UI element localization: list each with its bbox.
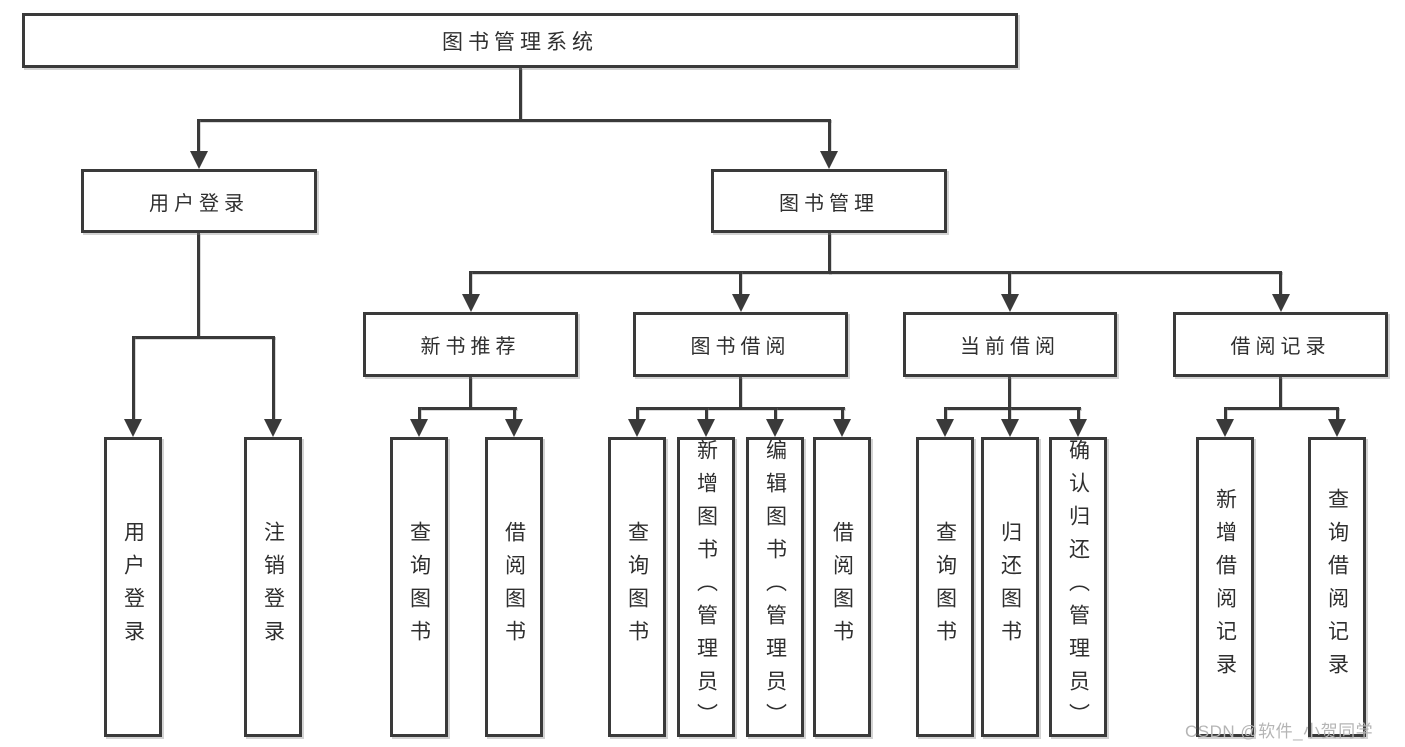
connector-line: [739, 377, 742, 409]
connector-line: [841, 407, 844, 421]
leaf-query-borrow-record: 查询借阅记录: [1308, 437, 1366, 737]
arrowhead-icon: [1272, 294, 1290, 312]
node-current-borrow: 当前借阅: [903, 312, 1117, 377]
node-root: 图书管理系统: [22, 13, 1018, 68]
connector-line: [1008, 271, 1011, 296]
connector-line: [944, 407, 947, 421]
arrowhead-icon: [264, 419, 282, 437]
leaf-query-books-current: 查询图书: [916, 437, 974, 737]
arrowhead-icon: [462, 294, 480, 312]
csdn-watermark: CSDN @软件_小贺同学: [1185, 722, 1374, 741]
arrowhead-icon: [1328, 419, 1346, 437]
connector-line: [828, 233, 831, 274]
arrowhead-icon: [1001, 419, 1019, 437]
leaf-edit-book-admin: 编辑图书（管理员）: [746, 437, 804, 737]
arrowhead-icon: [628, 419, 646, 437]
connector-line: [418, 407, 421, 421]
arrowhead-icon: [505, 419, 523, 437]
connector-line: [1224, 407, 1227, 421]
connector-line: [944, 407, 1081, 410]
connector-line: [636, 407, 639, 421]
leaf-query-books-borrow: 查询图书: [608, 437, 666, 737]
connector-line: [1008, 407, 1011, 421]
leaf-confirm-return-admin: 确认归还（管理员）: [1049, 437, 1107, 737]
arrowhead-icon: [410, 419, 428, 437]
arrowhead-icon: [1216, 419, 1234, 437]
connector-line: [469, 271, 472, 296]
connector-line: [1008, 377, 1011, 409]
connector-line: [469, 271, 1282, 274]
connector-line: [1279, 377, 1282, 409]
leaf-add-borrow-record: 新增借阅记录: [1196, 437, 1254, 737]
arrowhead-icon: [936, 419, 954, 437]
arrowhead-icon: [732, 294, 750, 312]
connector-line: [774, 407, 777, 421]
node-book-borrow: 图书借阅: [633, 312, 848, 377]
leaf-borrow-books: 借阅图书: [813, 437, 871, 737]
leaf-user-login: 用户登录: [104, 437, 162, 737]
connector-line: [705, 407, 708, 421]
arrowhead-icon: [820, 151, 838, 169]
connector-line: [469, 377, 472, 409]
connector-line: [519, 68, 522, 121]
connector-line: [1224, 407, 1339, 410]
connector-line: [197, 119, 200, 152]
connector-line: [197, 233, 200, 338]
connector-line: [1336, 407, 1339, 421]
connector-line: [1077, 407, 1080, 421]
arrowhead-icon: [190, 151, 208, 169]
leaf-query-books-recommend: 查询图书: [390, 437, 448, 737]
connector-line: [1279, 271, 1282, 296]
connector-line: [197, 119, 831, 122]
leaf-borrow-books-recommend: 借阅图书: [485, 437, 543, 737]
connector-line: [739, 271, 742, 296]
arrowhead-icon: [124, 419, 142, 437]
connector-line: [272, 336, 275, 420]
connector-line: [418, 407, 517, 410]
node-borrow-records: 借阅记录: [1173, 312, 1388, 377]
node-book-management: 图书管理: [711, 169, 947, 233]
leaf-logout: 注销登录: [244, 437, 302, 737]
arrowhead-icon: [1069, 419, 1087, 437]
connector-line: [636, 407, 845, 410]
connector-line: [513, 407, 516, 421]
leaf-add-book-admin: 新增图书（管理员）: [677, 437, 735, 737]
arrowhead-icon: [766, 419, 784, 437]
node-new-book-recommend: 新书推荐: [363, 312, 578, 377]
arrowhead-icon: [697, 419, 715, 437]
node-user-login-branch: 用户登录: [81, 169, 317, 233]
leaf-return-book: 归还图书: [981, 437, 1039, 737]
connector-line: [132, 336, 275, 339]
connector-line: [132, 336, 135, 420]
connector-line: [828, 119, 831, 152]
arrowhead-icon: [833, 419, 851, 437]
arrowhead-icon: [1001, 294, 1019, 312]
